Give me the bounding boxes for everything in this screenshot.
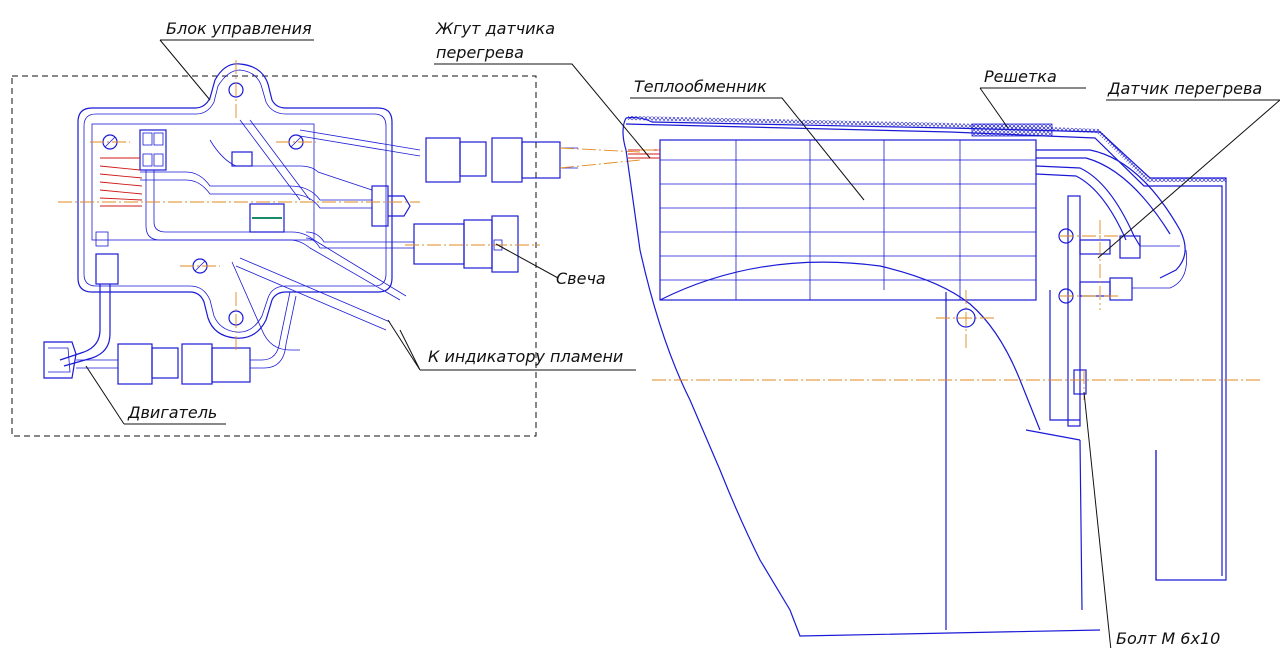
control-unit-boundary xyxy=(11,75,537,437)
label-overheat-sensor: Датчик перегрева xyxy=(1107,79,1262,98)
label-grille: Решетка xyxy=(984,67,1057,86)
centerlines-left xyxy=(58,60,641,350)
label-flame-indicator: К индикатору пламени xyxy=(428,347,623,366)
label-bolt: Болт М 6x10 xyxy=(1116,629,1220,648)
label-overheat-harness-1: Жгут датчика xyxy=(435,19,555,38)
heat-exchanger-grid xyxy=(628,139,1037,301)
motor-harness xyxy=(43,284,297,385)
control-unit-housing xyxy=(77,63,411,339)
label-control-unit: Блок управления xyxy=(166,19,312,38)
label-overheat-harness-2: перегрева xyxy=(436,43,524,62)
control-unit-wiring xyxy=(99,119,421,351)
leaders xyxy=(85,39,1280,648)
unit-connectors xyxy=(413,137,578,273)
overheat-sensor xyxy=(1035,149,1188,395)
label-glow-plug: Свеча xyxy=(556,269,606,288)
centerlines-right xyxy=(640,149,1262,400)
label-motor: Двигатель xyxy=(127,403,217,422)
label-heat-exchanger: Теплообменник xyxy=(634,77,767,96)
heater-body xyxy=(622,116,1227,637)
